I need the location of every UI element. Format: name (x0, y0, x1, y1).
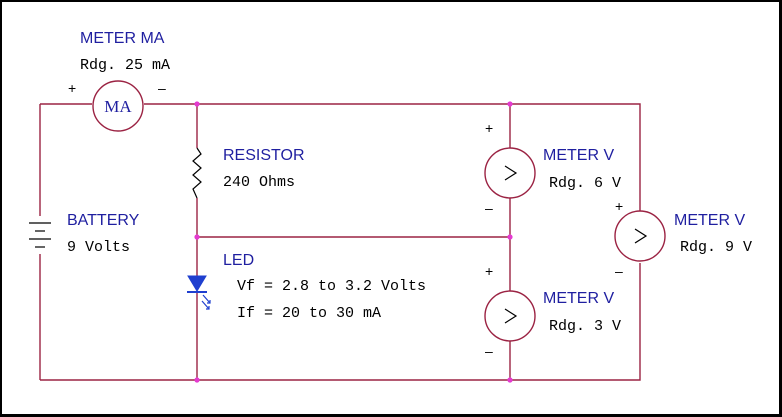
wires (39, 103, 641, 381)
meter-ma-title: METER MA (80, 30, 165, 47)
wire-top-main (144, 103, 641, 211)
battery-symbol (29, 222, 51, 248)
meter-v-top-reading: Rdg. 6 V (549, 175, 621, 192)
meter-ma-symbol: MA (92, 80, 144, 132)
meter-v-top-symbol (484, 147, 536, 199)
junction-node (194, 377, 200, 383)
meter-v-top-title: METER V (543, 147, 614, 164)
meter-v-bottom-symbol (484, 290, 536, 342)
wire-bottom (40, 263, 641, 381)
junction-node (507, 101, 513, 107)
led-if: If = 20 to 30 mA (237, 305, 381, 322)
junction-nodes (194, 101, 513, 383)
meter-v-right-symbol (614, 210, 666, 262)
meter-v-top-plus: + (485, 120, 493, 136)
resistor-title: RESISTOR (223, 147, 305, 164)
resistor-value: 240 Ohms (223, 174, 295, 191)
junction-node (194, 234, 200, 240)
meter-v-bottom-minus: – (485, 343, 493, 359)
junction-node (507, 234, 513, 240)
meter-v-bottom-reading: Rdg. 3 V (549, 318, 621, 335)
meter-v-bottom-plus: + (485, 263, 493, 279)
battery-value: 9 Volts (67, 239, 130, 256)
led-symbol (187, 275, 211, 310)
meter-ma-symbol-text: MA (104, 97, 132, 116)
meter-ma-minus: – (158, 80, 166, 96)
meter-v-bottom-title: METER V (543, 290, 614, 307)
led-title: LED (223, 252, 254, 269)
battery-title: BATTERY (67, 212, 140, 229)
led-vf: Vf = 2.8 to 3.2 Volts (237, 278, 426, 295)
meter-v-right-plus: + (615, 198, 623, 214)
resistor-symbol (192, 147, 202, 199)
meter-v-right-title: METER V (674, 212, 745, 229)
meter-v-right-reading: Rdg. 9 V (680, 239, 752, 256)
junction-node (507, 377, 513, 383)
meter-v-right-minus: – (615, 263, 623, 279)
meter-ma-plus: + (68, 80, 76, 96)
junction-node (194, 101, 200, 107)
meter-v-top-minus: – (485, 200, 493, 216)
meter-ma-reading: Rdg. 25 mA (80, 57, 170, 74)
